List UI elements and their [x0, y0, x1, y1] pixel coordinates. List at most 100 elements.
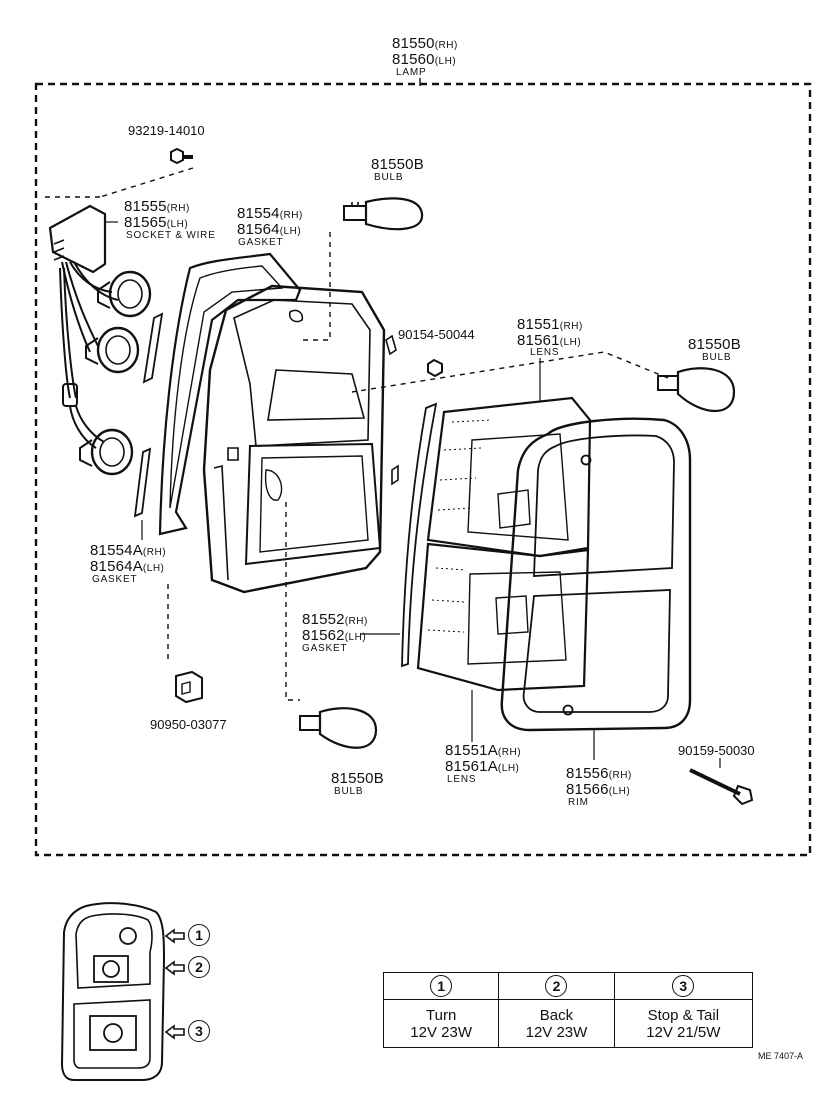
rim-pn-lh: 81566(LH) — [566, 782, 630, 797]
rim-pn-rh-value: 81556 — [566, 765, 609, 782]
lens-lower-name: LENS — [447, 774, 477, 785]
gasket-small-lh-tag: (LH) — [142, 563, 165, 574]
gasket-lens-name: GASKET — [302, 643, 348, 654]
ref-circle-1: 1 — [188, 924, 210, 946]
gasket-lens-pn-lh: 81562(LH) — [302, 628, 366, 643]
screw-mid — [427, 358, 443, 378]
socket-wire-harness — [45, 196, 152, 476]
gasket-small-name: GASKET — [92, 574, 138, 585]
assembly-pn-rh-value: 81550 — [392, 35, 435, 52]
assembly-pn-lh: 81560(LH) — [392, 52, 456, 67]
socket-rh-tag: (RH) — [166, 203, 190, 214]
bulb-table-head-2: 2 — [498, 972, 615, 1000]
lens-lower — [416, 542, 590, 692]
gasket-small-pn-lh-value: 81564A — [90, 558, 143, 575]
gasket-small-pn-lh: 81564A(LH) — [90, 559, 164, 574]
screw-rim — [689, 768, 754, 806]
bulb-bottom-pn: 81550B — [331, 770, 384, 787]
gasket-small-rh-tag: (RH) — [142, 547, 167, 558]
lens-lower-lh-tag: (LH) — [497, 763, 520, 774]
assembly-pn-lh-value: 81560 — [392, 51, 435, 68]
bulb-table-header-row: 1 2 3 — [382, 972, 754, 1000]
gasket-small-pn-rh: 81554A(RH) — [90, 543, 166, 558]
clip — [175, 670, 203, 704]
gasket-frame-pn-lh-value: 81564 — [237, 221, 280, 238]
bulb-function-2: Back — [539, 1006, 574, 1024]
bulb-top-name: BULB — [374, 172, 404, 183]
gasket-lens-pn-lh-value: 81562 — [302, 627, 345, 644]
assembly-pn-rh: 81550(RH) — [392, 36, 458, 51]
lamp-housing — [202, 284, 399, 594]
gasket-frame-name: GASKET — [238, 237, 284, 248]
screw-mid-pn: 90154-50044 — [398, 327, 475, 342]
bulb-table-head-3: 3 — [613, 972, 754, 1000]
bulb-bottom-leader — [285, 502, 300, 701]
bulb-table-num-1: 1 — [430, 975, 453, 997]
rim-pn-lh-value: 81566 — [566, 781, 609, 798]
gasket-frame-pn-rh-value: 81554 — [237, 205, 280, 222]
assembly-boundary — [34, 82, 812, 857]
bulb-table-num-3: 3 — [672, 975, 695, 997]
bulb-function-3: Stop & Tail — [647, 1006, 720, 1024]
lens-lower-pn-rh: 81551A(RH) — [445, 743, 521, 758]
socket-pn-lh: 81565(LH) — [124, 215, 188, 230]
frame-gasket — [158, 252, 302, 536]
rim-pn-rh: 81556(RH) — [566, 766, 632, 781]
bulb-table-num-2: 2 — [545, 975, 568, 997]
bulb-table-head-1: 1 — [382, 972, 500, 1000]
socket-name: SOCKET & WIRE — [126, 230, 216, 241]
bulb-right-name: BULB — [702, 352, 732, 363]
small-gasket-strips — [133, 312, 164, 518]
socket-pn-lh-value: 81565 — [124, 214, 167, 231]
bulb-top — [343, 197, 424, 231]
gasket-lens-lh-tag: (LH) — [344, 632, 367, 643]
reference-lamp-outline — [60, 902, 185, 1081]
bulb-spec-2: 12V 23W — [525, 1023, 588, 1041]
lens-gasket-strip — [401, 402, 438, 668]
lens-upper — [426, 396, 592, 558]
ref-circle-2: 2 — [188, 956, 210, 978]
lens-upper-rh-tag: (RH) — [559, 321, 583, 332]
bulb-function-1: Turn — [426, 1006, 457, 1024]
gasket-frame-lh-tag: (LH) — [279, 226, 302, 237]
bulb-top-leader — [300, 232, 331, 341]
bulb-bottom-name: BULB — [334, 786, 364, 797]
lens-lower-rh-tag: (RH) — [497, 747, 522, 758]
assembly-lh-tag: (LH) — [434, 56, 457, 67]
ref-circle-3: 3 — [188, 1020, 210, 1042]
bulb-spec-3: 12V 21/5W — [646, 1023, 721, 1041]
lens-upper-lh-tag: (LH) — [559, 337, 582, 348]
screw-top — [99, 147, 194, 198]
rim-name: RIM — [568, 797, 589, 808]
lens-upper-pn-lh: 81561(LH) — [517, 333, 581, 348]
bulb-right — [657, 367, 736, 413]
gasket-frame-pn-lh: 81564(LH) — [237, 222, 301, 237]
assembly-rh-tag: (RH) — [434, 40, 458, 51]
lens-upper-pn-rh-value: 81551 — [517, 316, 560, 333]
bulb-right-pn: 81550B — [688, 336, 741, 353]
bulb-top-pn: 81550B — [371, 156, 424, 173]
gasket-lens-pn-rh: 81552(RH) — [302, 612, 368, 627]
lens-lower-pn-rh-value: 81551A — [445, 742, 498, 759]
lens-lower-pn-lh: 81561A(LH) — [445, 759, 519, 774]
rim — [500, 417, 692, 732]
gasket-lens-pn-rh-value: 81552 — [302, 611, 345, 628]
gasket-small-pn-rh-value: 81554A — [90, 542, 143, 559]
gasket-frame-pn-rh: 81554(RH) — [237, 206, 303, 221]
gasket-lens-rh-tag: (RH) — [344, 616, 368, 627]
screw-top-pn: 93219-14010 — [128, 123, 205, 138]
screw-rim-pn: 90159-50030 — [678, 743, 755, 758]
bulb-spec-1: 12V 23W — [410, 1023, 472, 1041]
clip-pn: 90950-03077 — [150, 717, 227, 732]
socket-pn-rh-value: 81555 — [124, 198, 167, 215]
lens-lower-pn-lh-value: 81561A — [445, 758, 498, 775]
drawing-code: ME 7407-A — [758, 1051, 804, 1061]
lens-upper-pn-lh-value: 81561 — [517, 332, 560, 349]
rim-lh-tag: (LH) — [608, 786, 631, 797]
